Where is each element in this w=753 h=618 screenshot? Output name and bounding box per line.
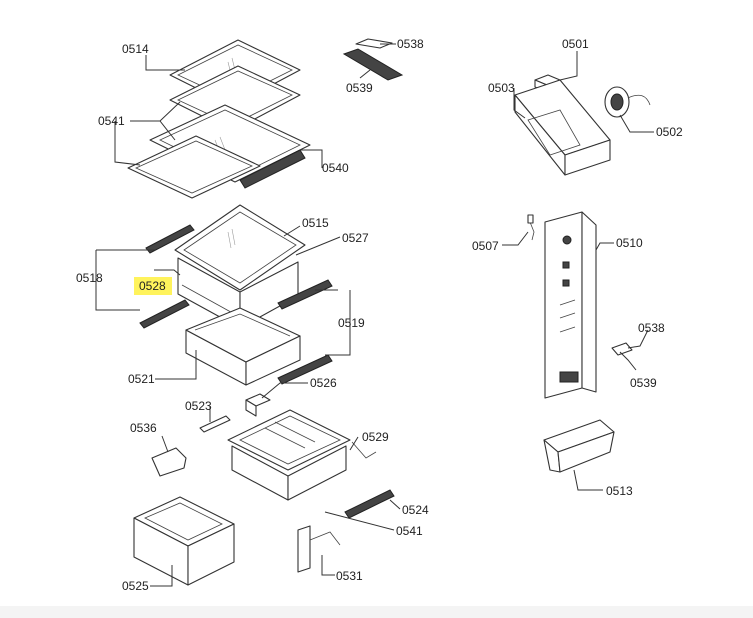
part-label-0510[interactable]: 0510: [616, 236, 643, 250]
part-label-0536[interactable]: 0536: [130, 421, 157, 435]
part-label-0524[interactable]: 0524: [402, 503, 429, 517]
door-small-parts: [611, 342, 633, 356]
fan-motor: [604, 86, 651, 118]
part-label-0538-top[interactable]: 0538: [397, 37, 424, 51]
part-label-0501[interactable]: 0501: [562, 37, 589, 51]
part-label-0513[interactable]: 0513: [606, 484, 633, 498]
crisper-cover: [174, 204, 306, 291]
bottom-bin: [133, 496, 235, 586]
part-label-0531[interactable]: 0531: [336, 569, 363, 583]
part-label-0519[interactable]: 0519: [338, 316, 365, 330]
part-label-0525[interactable]: 0525: [122, 579, 149, 593]
part-label-0523[interactable]: 0523: [185, 399, 212, 413]
dispenser-housing: [514, 79, 611, 176]
glass-shelf-stack: [127, 39, 311, 199]
part-label-0538-right[interactable]: 0538: [638, 321, 665, 335]
drawer-rails-left: [139, 224, 195, 329]
part-label-0540[interactable]: 0540: [322, 161, 349, 175]
part-label-0526[interactable]: 0526: [310, 376, 337, 390]
part-label-0515[interactable]: 0515: [302, 216, 329, 230]
leader-lines: [95, 43, 654, 587]
rail-cover-top: [342, 38, 404, 81]
crisper-drawer-lower: [185, 307, 301, 386]
part-label-0521[interactable]: 0521: [128, 372, 155, 386]
part-label-0502[interactable]: 0502: [656, 125, 683, 139]
highlight-0528: [134, 277, 172, 295]
part-label-0541-upper[interactable]: 0541: [98, 114, 125, 128]
part-label-0514[interactable]: 0514: [122, 42, 149, 56]
part-label-0528[interactable]: 0528: [139, 279, 166, 293]
deli-drawer: [227, 393, 395, 519]
part-label-0541-lower[interactable]: 0541: [396, 524, 423, 538]
drawer-rails-right: [277, 279, 333, 385]
door-inner-panel: [544, 211, 597, 399]
part-label-0527[interactable]: 0527: [342, 231, 369, 245]
part-label-0518[interactable]: 0518: [76, 271, 103, 285]
footer-strip: [0, 606, 753, 618]
part-label-0529[interactable]: 0529: [362, 430, 389, 444]
part-labels: 0514 0538 0539 0541 0540 0515 0527 0518 …: [76, 37, 683, 593]
part-label-0503[interactable]: 0503: [488, 81, 515, 95]
wire-connector: [527, 214, 535, 241]
small-brackets: [151, 415, 231, 477]
door-bin: [543, 419, 615, 473]
bottom-bracket: [297, 525, 341, 573]
part-label-0539-top[interactable]: 0539: [346, 81, 373, 95]
part-label-0507[interactable]: 0507: [472, 239, 499, 253]
part-label-0539-right[interactable]: 0539: [630, 376, 657, 390]
